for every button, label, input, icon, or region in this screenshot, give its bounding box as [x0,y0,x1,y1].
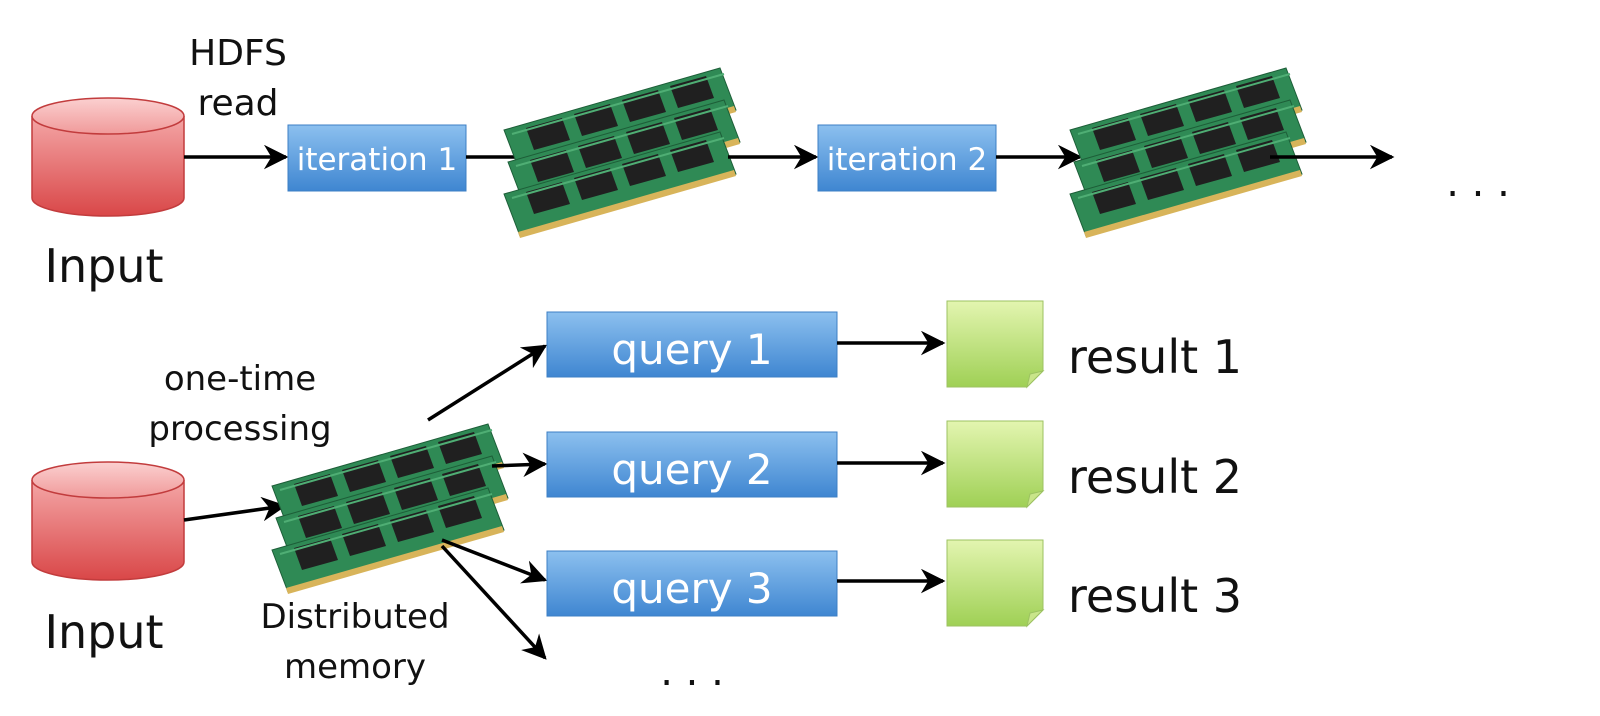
database-icon [31,461,185,581]
memory-label-line1: Distributed [260,597,449,637]
processing-label-line2: processing [148,409,331,449]
arrow-icon [427,344,548,422]
ram-module-stack-2 [1069,67,1307,239]
arrow-icon [441,538,548,584]
bottom-input-database [31,461,185,581]
arrow-icon [440,544,547,660]
top-ellipsis: . . . [1446,160,1510,206]
top-input-label: Input [44,239,163,293]
bottom-input-label: Input [44,605,163,659]
result1-label: result 1 [1068,330,1242,384]
query3-box: query 3 [546,550,838,617]
database-icon [31,97,185,217]
note-icon [946,539,1044,627]
ram-module-stack-1 [503,67,741,239]
query1-label: query 1 [611,325,772,374]
arrow-icon [183,496,287,522]
arrow-icon [491,452,548,478]
query1-box: query 1 [546,311,838,378]
query3-label: query 3 [611,564,772,613]
iteration1-label: iteration 1 [297,142,458,178]
result2-label: result 2 [1068,450,1242,504]
bottom-ellipsis: . . . [660,649,724,695]
iteration2-label: iteration 2 [827,142,988,178]
hdfs-read-label-line2: read [197,83,278,124]
distributed-memory-ram [271,423,509,595]
note-icon [946,420,1044,508]
note-icon [946,300,1044,388]
result3-label: result 3 [1068,569,1242,623]
iteration2-box: iteration 2 [817,124,997,192]
processing-label-line1: one-time [164,359,316,399]
query2-label: query 2 [611,445,772,494]
hdfs-read-label-line1: HDFS [189,33,287,74]
top-input-database [31,97,185,217]
memory-label-line2: memory [284,647,426,687]
query2-box: query 2 [546,431,838,498]
iteration1-box: iteration 1 [287,124,467,192]
